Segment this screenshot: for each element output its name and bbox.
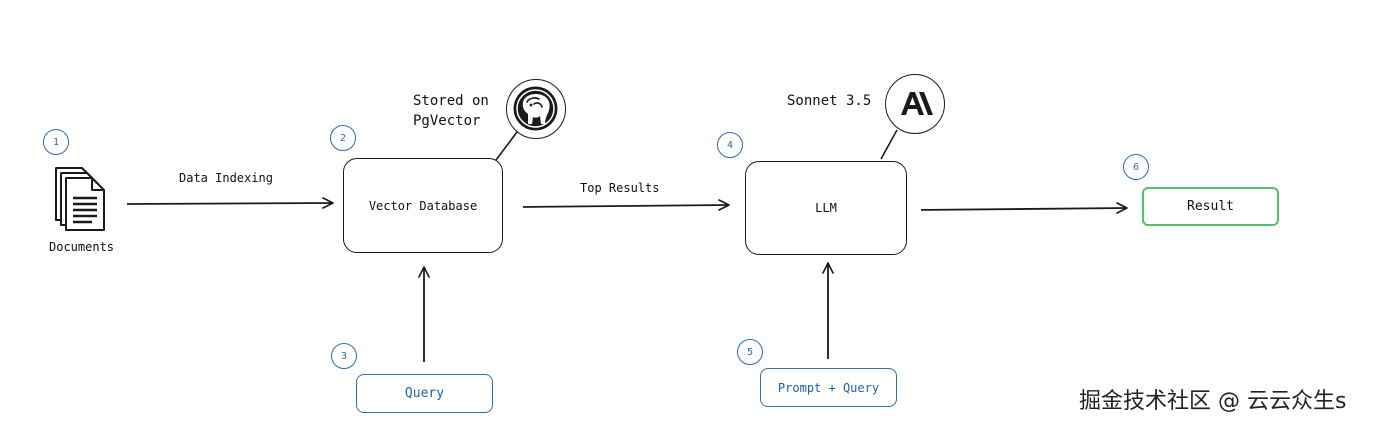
arrow-llm-to-result xyxy=(920,202,1128,214)
step-6-marker: 6 xyxy=(1123,154,1149,180)
arrow-documents-to-vector-db xyxy=(126,197,334,209)
vector-database-node: Vector Database xyxy=(343,158,503,253)
stored-on-pgvector-note: Stored on PgVector xyxy=(413,93,489,129)
data-indexing-label: Data Indexing xyxy=(179,171,273,185)
callout-line-pgvector xyxy=(495,127,521,161)
pgvector-elephant-icon xyxy=(506,79,566,139)
watermark-text: 掘金技术社区 @ 云云众生s xyxy=(1079,389,1347,414)
llm-label: LLM xyxy=(815,201,837,215)
llm-node: LLM xyxy=(745,161,907,255)
query-node: Query xyxy=(356,374,493,413)
result-node: Result xyxy=(1142,187,1279,226)
step-5-marker: 5 xyxy=(737,339,763,365)
prompt-query-node: Prompt + Query xyxy=(760,368,897,407)
step-1-marker: 1 xyxy=(43,129,69,155)
step-3-marker: 3 xyxy=(331,343,357,369)
anthropic-logo-icon xyxy=(885,74,945,134)
arrow-vector-db-to-llm xyxy=(522,199,730,211)
documents-label: Documents xyxy=(49,240,115,254)
documents-icon xyxy=(52,164,112,232)
result-label: Result xyxy=(1187,199,1234,214)
prompt-query-label: Prompt + Query xyxy=(777,380,880,395)
sonnet-model-note: Sonnet 3.5 xyxy=(787,93,872,109)
step-4-marker: 4 xyxy=(717,132,743,158)
step-2-marker: 2 xyxy=(330,125,356,151)
vector-database-label: Vector Database xyxy=(368,198,478,213)
top-results-label: Top Results xyxy=(580,181,660,195)
callout-line-sonnet xyxy=(880,129,898,160)
query-label: Query xyxy=(404,386,445,401)
